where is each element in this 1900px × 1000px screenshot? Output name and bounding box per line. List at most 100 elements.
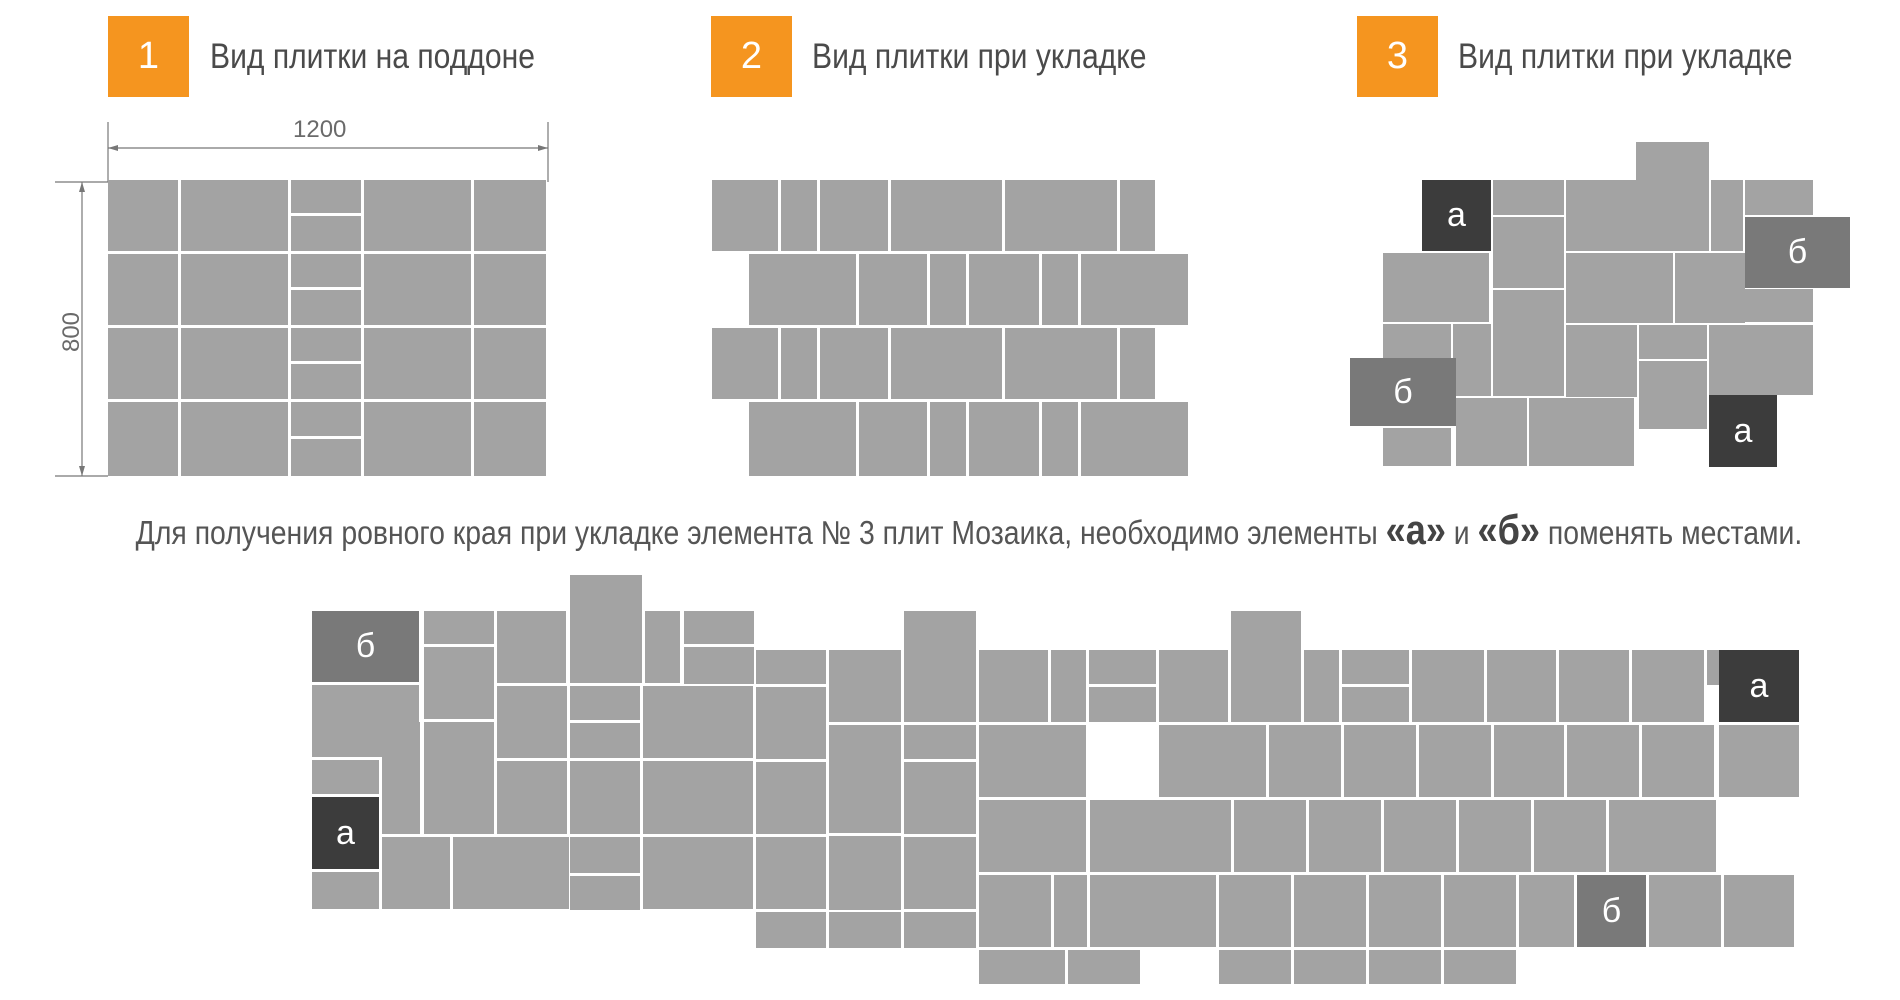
- pallet-tile: [474, 254, 546, 325]
- bottom-tile: [570, 686, 640, 720]
- bottom-tile: [643, 686, 753, 758]
- laying-tile: [1120, 180, 1155, 251]
- pallet-tile: [108, 402, 178, 476]
- laying-tile: [969, 254, 1039, 325]
- pallet-tile: [364, 402, 471, 476]
- bottom-tile: [1342, 650, 1409, 684]
- step-1-title: Вид плитки на поддоне: [210, 37, 535, 76]
- step-2-title: Вид плитки при укладке: [812, 37, 1147, 76]
- laying-tile: [820, 328, 888, 399]
- mosaic-tile: [1566, 180, 1637, 251]
- bottom-tile: [979, 650, 1048, 722]
- bottom-tile: [570, 723, 640, 758]
- bottom-tile: [382, 837, 450, 909]
- tile-label-a: а: [1733, 411, 1753, 450]
- laying-tile: [930, 254, 966, 325]
- pallet-tile: [108, 254, 178, 325]
- bottom-tile: [1642, 725, 1714, 797]
- note-text-before: Для получения ровного края при укладке э…: [135, 514, 1386, 551]
- tile-element-b: б: [1350, 358, 1456, 426]
- bottom-tile: [1269, 725, 1341, 797]
- pallet-tile: [474, 180, 546, 251]
- laying-tile: [891, 328, 1002, 399]
- mosaic-tile: [1675, 253, 1745, 323]
- bottom-tile: [1632, 650, 1704, 722]
- instruction-note: Для получения ровного края при укладке э…: [0, 506, 1900, 554]
- tile-label-b: б: [355, 627, 376, 665]
- tile-element-a: а: [312, 797, 379, 869]
- bottom-tile: [829, 836, 901, 910]
- laying-tile: [1042, 254, 1078, 325]
- mosaic-tile: [1456, 398, 1527, 466]
- mosaic-tile: [1709, 325, 1813, 395]
- bottom-tile: [1219, 950, 1291, 984]
- bottom-tile: [497, 761, 567, 834]
- bottom-tile: [904, 912, 976, 948]
- bottom-tile: [904, 762, 976, 834]
- mosaic-tile: [1383, 253, 1489, 322]
- bottom-tile: [979, 950, 1065, 984]
- bottom-tile: [1534, 800, 1606, 872]
- bottom-tile: [424, 722, 494, 834]
- bottom-tile: [643, 837, 753, 909]
- note-element-a: «а»: [1385, 506, 1446, 553]
- mosaic-tile: [1493, 290, 1564, 396]
- bottom-tile: [1090, 800, 1159, 872]
- pallet-tile: [291, 216, 361, 251]
- laying-tile: [781, 328, 817, 399]
- width-dimension-label: 1200: [293, 116, 347, 143]
- bottom-tile: [424, 647, 494, 719]
- pallet-tile: [181, 328, 288, 399]
- bottom-tile: [1068, 950, 1140, 984]
- tile-element-a: а: [1719, 650, 1799, 722]
- laying-tile: [859, 254, 927, 325]
- pallet-tile: [108, 180, 178, 251]
- bottom-tile: [1559, 650, 1629, 722]
- bottom-tile: [829, 912, 901, 948]
- bottom-tile: [1234, 800, 1306, 872]
- bottom-tile: [979, 875, 1051, 947]
- pallet-tile: [364, 180, 471, 251]
- pallet-tile: [291, 254, 361, 287]
- bottom-tile: [1089, 687, 1156, 722]
- step-2-badge: 2: [711, 16, 792, 97]
- bottom-tile: [1051, 650, 1086, 722]
- bottom-tile: [497, 611, 566, 683]
- bottom-tile: [453, 837, 569, 909]
- bottom-tile: [382, 722, 420, 834]
- bottom-tile: [904, 725, 976, 759]
- bottom-tile: [1342, 687, 1409, 722]
- mosaic-tile: [1453, 324, 1491, 396]
- bottom-tile: [570, 876, 640, 910]
- tile-element-a: а: [1709, 395, 1777, 467]
- bottom-tile: [570, 837, 640, 873]
- tile-label-a: а: [1749, 666, 1769, 705]
- bottom-tile: [756, 912, 826, 948]
- laying-tile: [820, 180, 888, 251]
- bottom-tile: [1444, 875, 1516, 947]
- pallet-tile: [364, 328, 471, 399]
- mosaic-tile: [1529, 398, 1634, 466]
- bottom-tile: [1384, 800, 1456, 872]
- laying-tile: [1005, 180, 1117, 251]
- bottom-tile: [756, 650, 826, 684]
- bottom-tile: [1494, 725, 1564, 797]
- mosaic-tile: [1639, 361, 1707, 429]
- bottom-tile: [979, 800, 1086, 872]
- note-conjunction: и: [1445, 514, 1478, 551]
- bottom-tile: [756, 837, 826, 909]
- mosaic-tile: [1383, 428, 1451, 466]
- tile-label-a: а: [1447, 196, 1466, 234]
- note-text-after: поменять местами.: [1540, 514, 1803, 551]
- laying-tile: [930, 402, 966, 476]
- pallet-tile: [291, 439, 361, 476]
- bottom-tile: [1159, 800, 1231, 872]
- pallet-tile: [181, 254, 288, 325]
- pallet-tile: [291, 328, 361, 361]
- mosaic-tile: [1566, 325, 1637, 397]
- tile-element-b: б: [312, 611, 419, 682]
- bottom-tile: [1159, 725, 1266, 797]
- bottom-tile: [497, 686, 567, 758]
